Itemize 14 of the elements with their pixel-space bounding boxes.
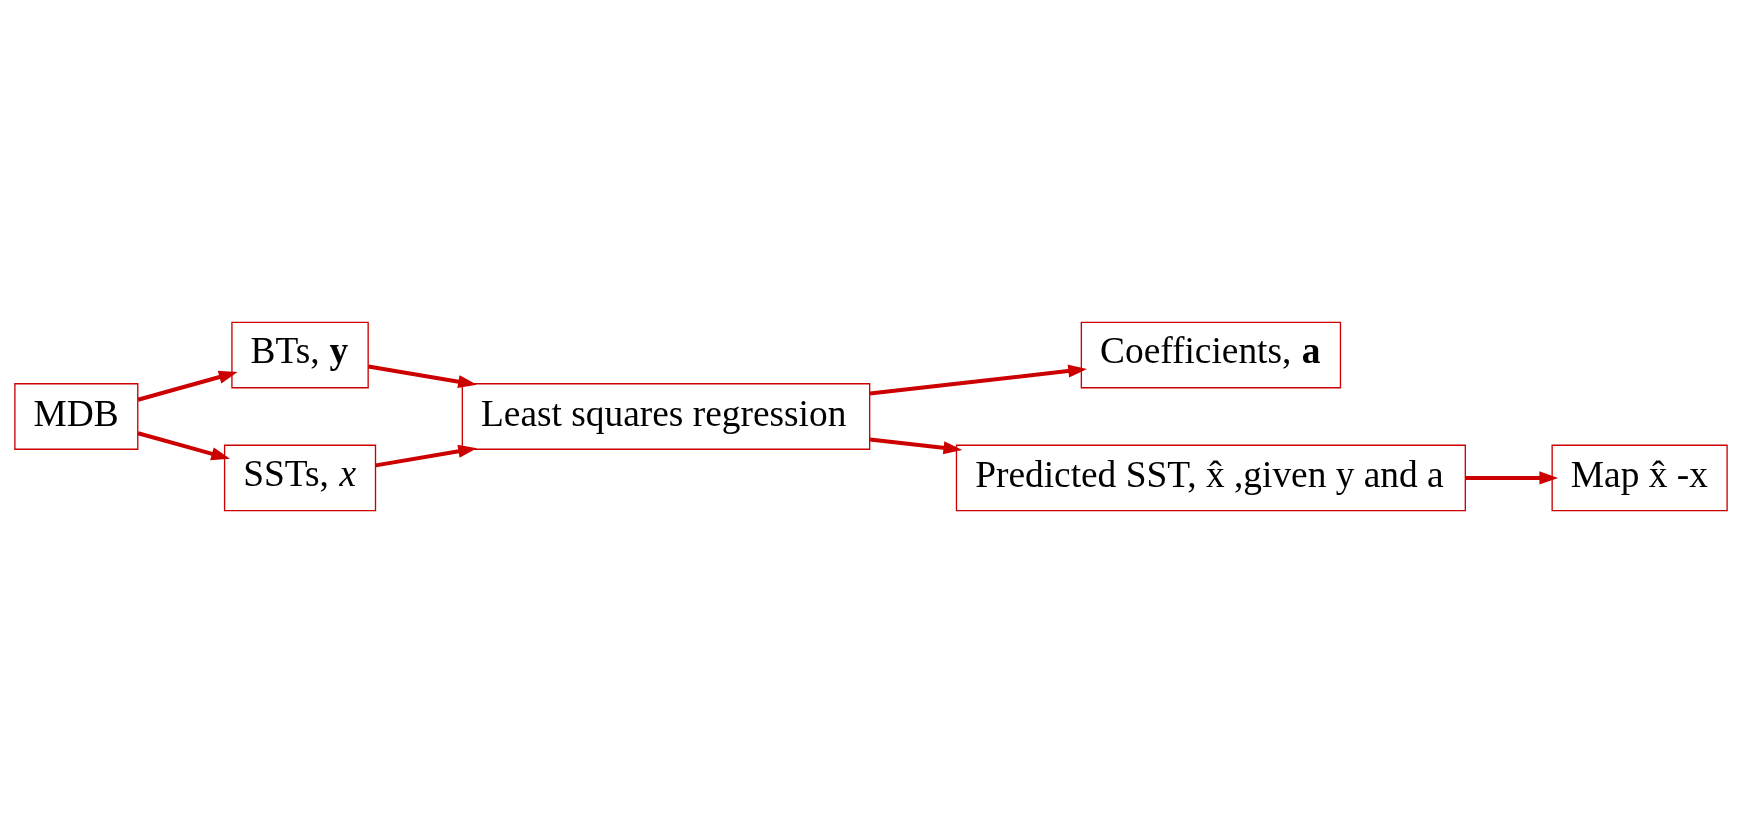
node-box: MDB [14,382,139,450]
arrow [368,363,477,388]
node-box: Coefficients, a [1080,321,1342,388]
arrow [137,430,231,460]
arrow [137,370,238,402]
node-box: SSTs, x [223,444,377,511]
arrow [869,364,1088,396]
node-box: Least squares regression [461,382,871,450]
arrow [375,444,477,467]
arrow [1465,470,1559,484]
node-box: BTs, y [231,321,369,388]
node-box: Map x̂ -x [1551,444,1728,511]
node-box: Predicted SST, x̂ ,given y and a [955,444,1466,511]
arrow [869,436,963,454]
